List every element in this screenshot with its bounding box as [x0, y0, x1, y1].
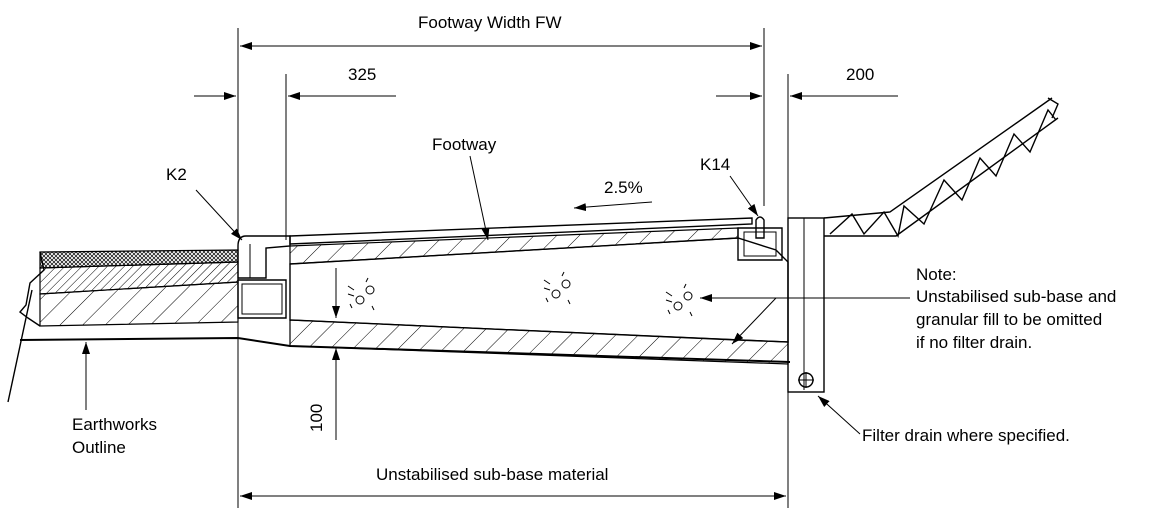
kerb-k2 — [237, 235, 291, 319]
earthworks-label-line-1: Earthworks — [72, 415, 157, 434]
dimension-325 — [194, 74, 396, 240]
footway-leader — [469, 155, 490, 241]
verge-embankment — [823, 97, 1059, 238]
k2-leader — [195, 189, 243, 241]
filter-drain — [787, 217, 825, 393]
dim-100-label: 100 — [307, 404, 326, 432]
slope-label: 2.5% — [604, 178, 643, 197]
slope-arrow — [573, 201, 653, 212]
footway-width-label: Footway Width FW — [418, 13, 562, 32]
k14-label: K14 — [700, 155, 730, 174]
note-line-2: granular fill to be omitted — [916, 310, 1102, 329]
earthworks-label-line-2: Outline — [72, 438, 126, 457]
k14-leader — [729, 175, 759, 217]
granular-fill-symbols — [347, 271, 693, 317]
dimension-sub-base — [237, 322, 789, 508]
note-title: Note: — [916, 265, 957, 284]
kerb-k14 — [737, 216, 783, 261]
footway-label: Footway — [432, 135, 497, 154]
note-line-3: if no filter drain. — [916, 333, 1032, 352]
road-layers — [7, 249, 239, 403]
k2-label: K2 — [166, 165, 187, 184]
dimension-footway-width — [237, 28, 765, 236]
filter-drain-label: Filter drain where specified. — [862, 426, 1070, 445]
note-line-1: Unstabilised sub-base and — [916, 287, 1116, 306]
filter-drain-leader — [817, 395, 861, 435]
dim-325-label: 325 — [348, 65, 376, 84]
sub-base-label: Unstabilised sub-base material — [376, 465, 608, 484]
note-leader-subbase — [731, 297, 777, 345]
dimension-200 — [716, 74, 898, 218]
dim-200-label: 200 — [846, 65, 874, 84]
